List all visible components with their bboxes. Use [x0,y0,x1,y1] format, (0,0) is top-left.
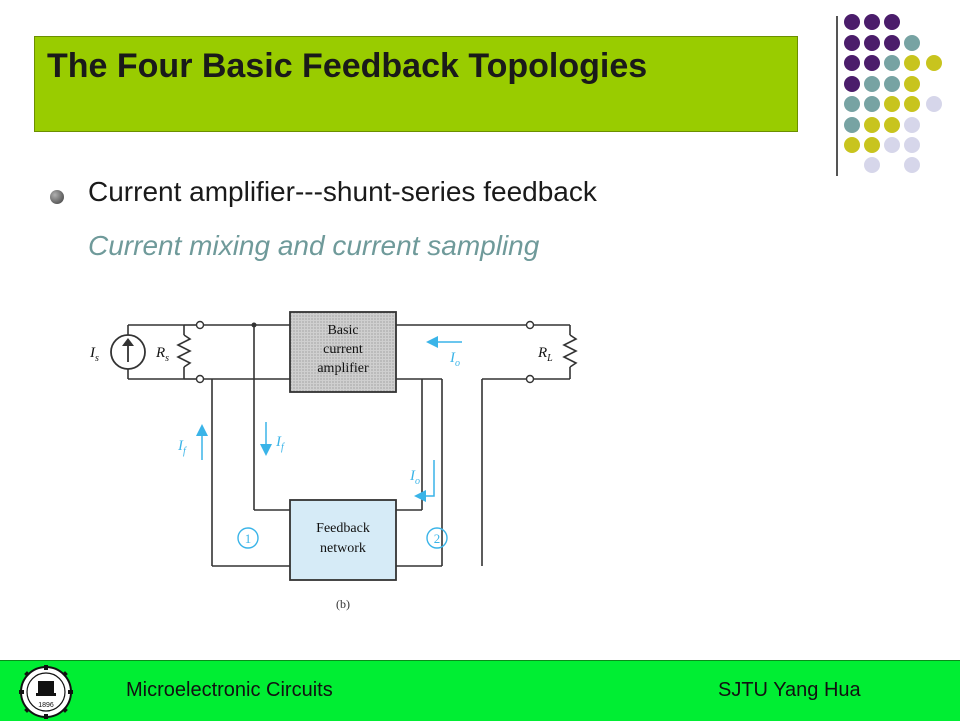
logo-year: 1896 [38,702,54,709]
dot [904,76,920,92]
bullet-text: Current amplifier---shunt-series feedbac… [88,176,597,207]
io-label-2: Io [409,468,420,487]
dot [844,96,860,112]
diagram-caption: (b) [336,597,350,611]
footer-course-title: Microelectronic Circuits [126,679,333,701]
dot [884,117,900,133]
if-label: If [177,438,187,457]
dot [904,157,920,173]
bullet-subtext: Current mixing and current sampling [88,230,540,261]
dot [904,96,920,112]
resistor-rl [562,334,578,368]
dot [864,117,880,133]
feedback-network-box [289,499,397,581]
dot [926,55,942,71]
amp-line-2: current [323,342,363,357]
if-label-2: If [275,434,285,453]
dot [844,55,860,71]
dot [864,35,880,51]
junction-dot [251,322,257,328]
terminal [525,320,535,330]
dot [904,117,920,133]
dot [904,137,920,153]
fb-line-1: Feedback [316,521,370,536]
amp-line-3: amplifier [317,361,369,376]
dot [884,35,900,51]
title-box: The Four Basic Feedback Topologies [34,36,798,132]
dot [844,35,860,51]
source-label: Is [89,345,99,364]
dot [844,14,860,30]
circuit-diagram: Basic current amplifier Feedback network… [89,311,578,611]
port-1-icon [237,527,259,549]
dot [884,14,900,30]
dot [864,137,880,153]
terminal [195,374,205,384]
resistor-rs [176,334,192,368]
amp-line-1: Basic [327,323,358,338]
bullet-dot-icon [50,190,64,204]
footer-author: SJTU Yang Hua [718,679,861,701]
source-arrowhead [122,338,134,346]
dot [884,137,900,153]
port-2-icon [426,527,448,549]
rs-label: Rs [155,345,169,364]
dot [864,157,880,173]
fb-line-2: network [320,541,366,556]
dot [904,35,920,51]
dot [864,14,880,30]
io-label: Io [449,350,460,369]
io-arrow-2 [414,460,435,502]
dot [864,55,880,71]
port-2-label: 2 [434,531,441,546]
basic-current-amplifier-box [289,311,397,393]
university-logo-icon: 1896 [19,665,73,719]
footer-bar: 1896 Microelectronic Circuits SJTU Yang … [0,660,960,721]
dot [884,76,900,92]
dot [926,96,942,112]
slide-title: The Four Basic Feedback Topologies [47,47,648,85]
dot [884,96,900,112]
dot [864,76,880,92]
decorative-vertical-line [836,16,838,176]
terminal [195,320,205,330]
port-1-label: 1 [245,531,252,546]
terminal [525,374,535,384]
dot [844,117,860,133]
dot [884,55,900,71]
rl-label: RL [537,345,553,364]
dot [904,55,920,71]
decorative-dot-grid [844,14,942,173]
dot [864,96,880,112]
dot [844,76,860,92]
dot [844,137,860,153]
